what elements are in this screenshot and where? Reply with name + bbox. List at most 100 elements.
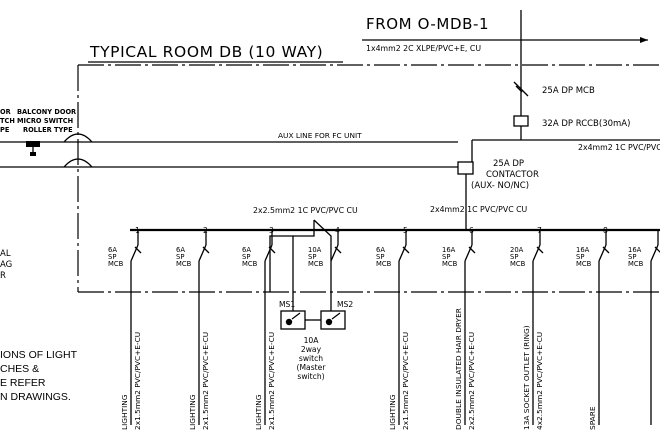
switch-desc-1: 10A — [304, 336, 320, 345]
switch-cable-label: 2x2.5mm2 1C PVC/PVC CU — [253, 206, 358, 215]
contactor-box — [457, 161, 474, 175]
breaker-2-type: MCB — [176, 260, 192, 268]
branch-6-cable-label: 2x2.5mm2 PVC/PVC+E-CU — [467, 332, 476, 430]
incoming-cable-label: 1x4mm2 2C XLPE/PVC+E, CU — [366, 44, 481, 53]
breaker-3-poles: SP — [242, 253, 250, 261]
switch-desc-2: 2way — [301, 345, 322, 354]
breaker-9-rating: 16A — [628, 246, 642, 254]
breaker-6-rating: 16A — [442, 246, 456, 254]
breaker-7-type: MCB — [510, 260, 526, 268]
breaker-6-cross-icon — [468, 246, 476, 254]
breaker-5-cross-icon — [402, 246, 410, 254]
branch-2-circuit-label: LIGHTING — [188, 394, 197, 430]
contactor-line1: 25A DP — [493, 159, 524, 169]
breaker-5-rating: 6A — [376, 246, 385, 254]
side-partial-label-1: AL — [0, 249, 11, 259]
breaker-9-poles: SP — [628, 253, 636, 261]
branch-1-circuit-label: LIGHTING — [120, 394, 129, 430]
balcony-label-3: ROLLER TYPE — [23, 126, 73, 134]
branch-7-cable-label: 4x2.5mm2 PVC/PVC+E-CU — [535, 332, 544, 430]
aux-crossover-top — [63, 133, 93, 143]
master-switch-ms1-icon — [280, 310, 306, 330]
branch-3-circuit-label: LIGHTING — [254, 394, 263, 430]
breaker-5-poles: SP — [376, 253, 384, 261]
breaker-8-poles: SP — [576, 253, 584, 261]
breaker-3-contact-icon — [264, 244, 273, 262]
breaker-2-rating: 6A — [176, 246, 185, 254]
breaker-4-number: 4 — [335, 226, 340, 235]
note-line-1: IONS OF LIGHT — [0, 349, 78, 361]
incomer-cable-label: 2x4mm2 1C PVC/PVC CU — [578, 143, 660, 152]
contactor-line3: (AUX- NO/NC) — [471, 181, 529, 191]
breaker-2-cross-icon — [202, 246, 210, 254]
breaker-6-type: MCB — [442, 260, 458, 268]
incomer-mcb-label: 25A DP MCB — [542, 86, 595, 96]
aux-line-label: AUX LINE FOR FC UNIT — [278, 131, 362, 140]
ms2-label: MS2 — [337, 300, 353, 309]
breaker-3-rating: 6A — [242, 246, 251, 254]
breaker-7-cross-icon — [536, 246, 544, 254]
page-title: TYPICAL ROOM DB (10 WAY) — [89, 43, 323, 61]
breaker-4-rating: 10A — [308, 246, 322, 254]
balcony-label-2: MICRO SWITCH — [17, 117, 73, 125]
breaker-2-poles: SP — [176, 253, 184, 261]
breaker-5-number: 5 — [403, 226, 408, 235]
breaker-6-contact-icon — [464, 244, 473, 262]
breaker-4-poles: SP — [308, 253, 316, 261]
switch-desc-4: (Master — [297, 363, 327, 372]
note-line-4: N DRAWINGS. — [0, 391, 71, 403]
breaker-9-type: MCB — [628, 260, 644, 268]
incomer-mcb-slash — [513, 81, 529, 97]
rccb-box — [513, 115, 529, 127]
breaker-3-number: 3 — [269, 226, 274, 235]
note-line-2: CHES & — [0, 363, 39, 375]
left-partial-label-3: PE — [0, 126, 10, 134]
breaker-8-number: 8 — [603, 226, 608, 235]
breaker-1-poles: SP — [108, 253, 116, 261]
breaker-1-number: 1 — [135, 226, 140, 235]
breaker-7-number: 7 — [537, 226, 542, 235]
breaker-9-cross-icon — [654, 246, 660, 253]
ms1-label: MS1 — [279, 300, 295, 309]
switch-wire-c — [313, 219, 332, 311]
breaker-4-type: MCB — [308, 260, 324, 268]
left-partial-label-1: OR — [0, 108, 11, 116]
branch-7-circuit-label: 13A SOCKET OUTLET (RING) — [522, 325, 531, 430]
switch-desc-5: switch) — [297, 372, 324, 381]
breaker-2-number: 2 — [203, 226, 208, 235]
breaker-5-contact-icon — [398, 244, 407, 262]
branch-3-cable-label: 2x1.5mm2 PVC/PVC+E-CU — [267, 332, 276, 430]
switch-wire-a — [269, 235, 294, 311]
breaker-7-rating: 20A — [510, 246, 524, 254]
switch-desc-3: switch — [299, 354, 323, 363]
breaker-1-type: MCB — [108, 260, 124, 268]
breaker-8-type: MCB — [576, 260, 592, 268]
side-partial-label-3: R — [0, 271, 6, 281]
incomer-mcb-cross — [515, 85, 523, 93]
switch-wire-b — [293, 220, 315, 237]
branch-5-circuit-label: LIGHTING — [388, 394, 397, 430]
side-partial-label-2: AG — [0, 260, 12, 270]
contactor-line2: CONTACTOR — [486, 170, 539, 180]
breaker-3-type: MCB — [242, 260, 258, 268]
branch-2-cable-label: 2x1.5mm2 PVC/PVC+E-CU — [201, 332, 210, 430]
breaker-6-poles: SP — [442, 253, 450, 261]
branch-8-circuit-label: SPARE — [588, 406, 597, 430]
breaker-7-contact-icon — [532, 244, 541, 262]
branch-5-cable-label: 2x1.5mm2 PVC/PVC+E-CU — [401, 332, 410, 430]
from-label: FROM O-MDB-1 — [366, 15, 489, 33]
balcony-label-1: BALCONY DOOR — [17, 108, 76, 116]
breaker-6-number: 6 — [469, 226, 474, 235]
breaker-9-contact-icon — [650, 244, 659, 262]
left-partial-label-2: TCH — [0, 117, 15, 125]
breaker-8-rating: 16A — [576, 246, 590, 254]
rccb-label: 32A DP RCCB(30mA) — [542, 119, 630, 129]
breaker-8-contact-icon — [598, 244, 607, 262]
breaker-1-cross-icon — [134, 246, 142, 254]
breaker-2-contact-icon — [198, 244, 207, 262]
from-arrow-head — [640, 37, 648, 43]
breaker-5-type: MCB — [376, 260, 392, 268]
